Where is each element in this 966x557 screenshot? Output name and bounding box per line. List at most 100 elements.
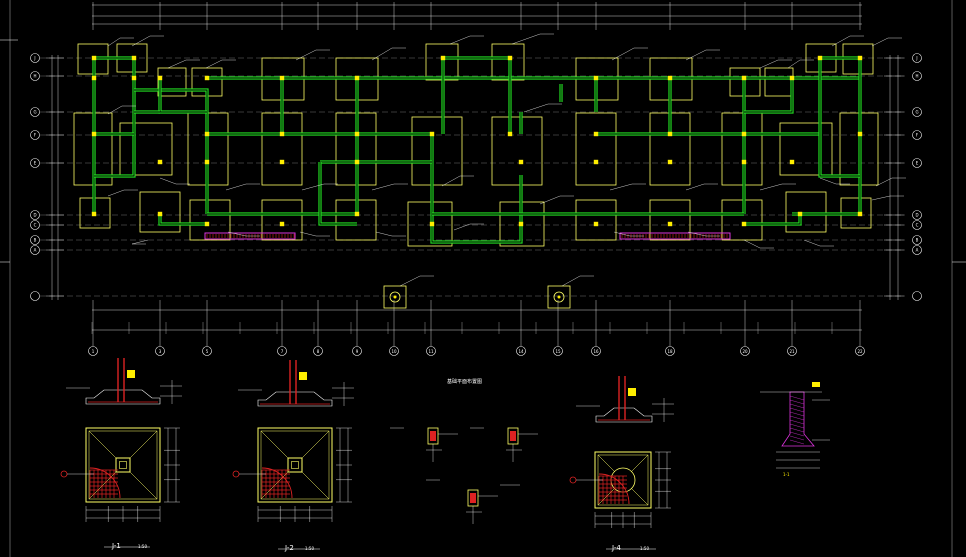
axis-bubble-label: 3	[159, 349, 162, 354]
leader-line	[449, 35, 471, 45]
foundation-beam	[158, 214, 207, 226]
column	[518, 221, 524, 227]
elevation-tag	[299, 372, 307, 380]
wall-hatch	[789, 435, 805, 441]
column	[593, 159, 599, 165]
axis-bubble-label: E	[916, 161, 919, 166]
strip-footing	[204, 232, 296, 240]
detail-footing-inner	[88, 430, 158, 500]
leader-line	[819, 177, 837, 185]
footing-outline	[189, 199, 231, 241]
footing-pile	[553, 291, 565, 303]
leader-line	[453, 223, 471, 231]
detail-rebar-arc	[261, 467, 293, 499]
axis-bubble-label: D	[915, 213, 918, 218]
footing-pile	[389, 291, 401, 303]
column	[131, 55, 137, 61]
foundation-beams	[92, 56, 862, 244]
column	[667, 75, 673, 81]
leader-lines	[107, 33, 906, 287]
leader-line	[225, 183, 247, 191]
footing-outline	[575, 199, 617, 241]
footing-outline	[649, 199, 691, 241]
leader-line	[613, 231, 631, 237]
details-title: 基础平面布置图	[447, 378, 482, 385]
column	[157, 211, 163, 217]
column	[667, 159, 673, 165]
column	[857, 55, 863, 61]
detail-column	[115, 457, 131, 473]
column	[741, 221, 747, 227]
foundation-beam-core	[159, 214, 207, 225]
column	[817, 55, 823, 61]
axis-bubble-label: H	[915, 74, 918, 79]
dimension-lines	[46, 2, 904, 342]
column	[279, 131, 285, 137]
footing-outline	[575, 112, 617, 186]
column	[429, 131, 435, 137]
axis-bubble-label: A	[916, 248, 919, 253]
leader-line	[399, 275, 421, 287]
axis-bubble-label: 9	[356, 349, 359, 354]
axis-bubble	[30, 107, 40, 117]
column	[741, 159, 747, 165]
axis-bubble	[591, 346, 601, 356]
detail-rebar-arc	[598, 473, 630, 505]
foundation-beam-core	[134, 89, 208, 214]
footing-center	[393, 295, 397, 299]
axis-bubble	[277, 346, 287, 356]
leader-line	[159, 177, 177, 185]
column	[797, 211, 803, 217]
axis-bubble-label: 5	[206, 349, 209, 354]
axis-bubble	[352, 346, 362, 356]
elevation-outline	[85, 389, 161, 405]
footing-outline	[547, 285, 571, 309]
detail-rebar-arc	[89, 467, 121, 499]
wall-hatch	[789, 439, 805, 445]
foundation-beam-core	[819, 134, 860, 177]
footing-outline	[383, 285, 407, 309]
axis-bubble	[30, 235, 40, 245]
footing-outline	[411, 116, 463, 186]
axis-bubble	[426, 346, 436, 356]
column	[789, 159, 795, 165]
footing-outline	[491, 43, 525, 81]
leader-line	[107, 189, 125, 197]
column	[354, 211, 360, 217]
column	[507, 131, 513, 137]
section-label-j4: J-4	[611, 544, 621, 552]
footing-outline	[407, 201, 453, 247]
leader-line	[301, 183, 325, 191]
axis-bubble-label: 15	[555, 349, 561, 354]
axis-bubble-label: 7	[281, 349, 284, 354]
leader-line	[831, 35, 851, 47]
axis-bubble-label: 1	[92, 349, 95, 354]
col-section-bars	[430, 431, 436, 441]
axis-bubble-label: C	[916, 223, 919, 228]
foundation-beam	[443, 56, 512, 134]
column	[91, 75, 97, 81]
leader-line	[803, 239, 821, 247]
column	[354, 159, 360, 165]
leader-line	[875, 177, 893, 187]
scale-label-j4: 1:50	[640, 546, 649, 551]
column	[857, 131, 863, 137]
foundation-beam-core	[443, 57, 511, 134]
axis-bubble	[313, 346, 323, 356]
axis-bubble-label: B	[916, 238, 919, 243]
axis-bubble-label: D	[33, 213, 36, 218]
column	[593, 221, 599, 227]
axis-bubble-label: 16	[593, 349, 599, 354]
column	[507, 55, 513, 61]
axis-bubble	[202, 346, 212, 356]
detail-column-inner	[291, 461, 299, 469]
strip-footing	[619, 232, 731, 240]
foundation-beam	[744, 214, 802, 226]
foundation-beam-core	[159, 78, 207, 113]
wall-section	[781, 391, 815, 447]
footing-outline	[139, 191, 181, 233]
axis-bubble	[553, 346, 563, 356]
axis-bubble	[30, 130, 40, 140]
